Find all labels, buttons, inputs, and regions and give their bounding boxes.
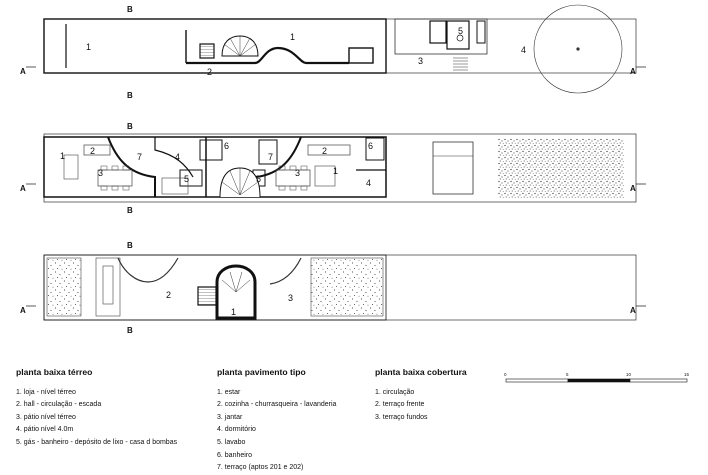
building-outline <box>43 18 387 74</box>
room-label: 3 <box>295 168 300 178</box>
room-label: 3 <box>418 56 423 66</box>
svg-text:A: A <box>20 184 26 193</box>
legend-item: 3. jantar <box>217 413 243 421</box>
room-label: 5 <box>184 174 189 184</box>
legend-terreo: planta baixa térreo 1. loja - nível térr… <box>16 366 226 450</box>
legend-title: planta pavimento tipo <box>217 367 306 377</box>
svg-text:A: A <box>20 306 26 315</box>
legend-item: 5. lavabo <box>217 438 246 446</box>
plan-cobertura: 2 1 3 <box>43 254 637 321</box>
scale-tick: 0 <box>504 372 507 377</box>
legend-tipo: planta pavimento tipo 1. estar 2. cozinh… <box>217 366 377 475</box>
parapet-wall <box>117 257 179 283</box>
room-label: 1 <box>290 32 295 42</box>
legend-item: 2. terraço frente <box>375 401 425 409</box>
legend-item: 3. terraço fundos <box>375 413 428 421</box>
building-outline <box>43 254 387 321</box>
lot-outline <box>43 18 637 74</box>
terrace-wall <box>107 136 156 197</box>
legend-cobertura: planta baixa cobertura 1. circulação 2. … <box>375 366 535 424</box>
legend-item: 4. pátio nível 4.0m <box>16 426 74 434</box>
room-label: 1 <box>86 42 91 52</box>
tree-canopy <box>533 4 623 94</box>
curved-wall <box>186 46 349 65</box>
architectural-plans: 1 1 2 3 5 4 <box>20 4 646 335</box>
legend-item: 7. terraço (aptos 201 e 202) <box>217 464 304 472</box>
parapet-wall <box>269 257 302 285</box>
svg-text:B: B <box>127 326 133 335</box>
legend-item: 2. hall - circulação - escada <box>16 401 102 409</box>
legend-item: 5. gás - banheiro - depósito de lixo - c… <box>16 438 178 446</box>
room-label: 5 <box>256 174 261 184</box>
section-marks: A A A A A A B B B B B B <box>20 5 646 335</box>
room-label: 6 <box>368 141 373 151</box>
room-label: 6 <box>224 141 229 151</box>
scale-bar: 0 5 10 15 <box>504 372 690 383</box>
terrace-wall <box>255 136 302 197</box>
room-label: 1 <box>333 166 338 176</box>
room-label: 4 <box>366 178 371 188</box>
room-label: 7 <box>268 152 273 162</box>
room-label: 4 <box>521 45 526 55</box>
legend-item: 4. dormitório <box>217 426 256 434</box>
legend-title: planta baixa térreo <box>16 367 93 377</box>
legend-item: 1. loja - nível térreo <box>16 388 76 396</box>
room-label: 2 <box>90 146 95 156</box>
svg-text:B: B <box>127 122 133 131</box>
legend-title: planta baixa cobertura <box>375 367 467 377</box>
legend-item: 1. circulação <box>375 388 415 396</box>
elevator <box>199 43 215 59</box>
legend-item: 6. banheiro <box>217 451 253 459</box>
legend-item: 2. cozinha - churrasqueira - lavanderia <box>217 401 337 409</box>
section-mark-a: A A A A A A <box>20 67 636 315</box>
legend-item: 3. pátio nível térreo <box>16 413 76 421</box>
svg-text:A: A <box>630 184 636 193</box>
tree-canopy <box>498 138 624 198</box>
room-label: 1 <box>231 307 236 317</box>
svg-text:A: A <box>630 306 636 315</box>
room-label: 2 <box>207 67 212 77</box>
room-label: 1 <box>60 151 65 161</box>
svg-text:B: B <box>127 5 133 14</box>
scale-tick: 10 <box>626 372 632 377</box>
stippled-area <box>310 257 384 317</box>
terrace-wall <box>154 137 194 178</box>
scale-tick: 5 <box>566 372 569 377</box>
room-label: 3 <box>98 168 103 178</box>
building-outline <box>43 136 387 198</box>
svg-text:A: A <box>20 67 26 76</box>
section-mark-b: B B B B B B <box>127 5 133 335</box>
stippled-area <box>46 257 82 317</box>
room-label: 2 <box>322 146 327 156</box>
room-label: 5 <box>458 26 463 36</box>
svg-text:B: B <box>127 206 133 215</box>
room-label: 4 <box>175 152 180 162</box>
legend-item: 1. estar <box>217 388 241 396</box>
svg-text:B: B <box>127 91 133 100</box>
plan-pavimento-tipo: 1 2 3 7 4 6 5 7 2 6 3 1 4 5 <box>43 133 637 203</box>
scale-tick: 15 <box>684 372 690 377</box>
room-label: 2 <box>166 290 171 300</box>
room-label: 3 <box>288 293 293 303</box>
room-label: 7 <box>137 152 142 162</box>
svg-text:A: A <box>630 67 636 76</box>
plan-terreo: 1 1 2 3 5 4 <box>43 4 637 94</box>
svg-text:B: B <box>127 241 133 250</box>
